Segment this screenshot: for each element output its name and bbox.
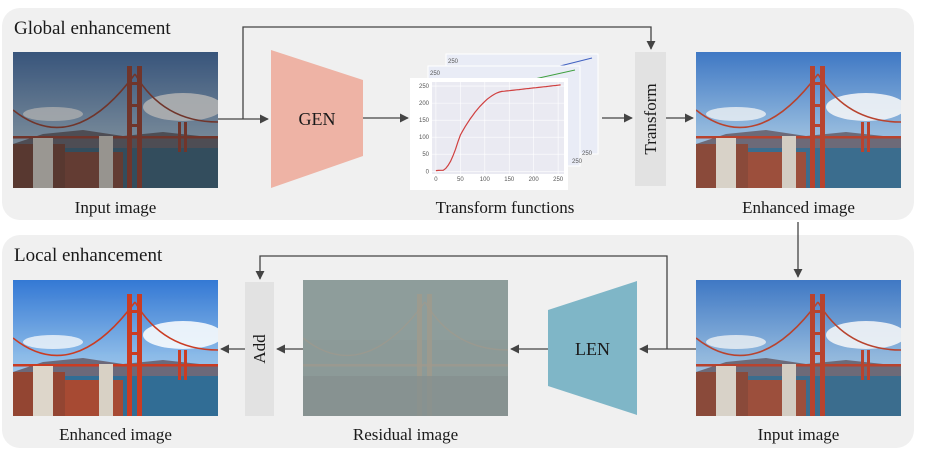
local-enhanced-caption: Enhanced image [59, 425, 172, 444]
middle-chart-tick: 250 [430, 71, 441, 77]
transform-curve [435, 84, 561, 172]
residual-caption: Residual image [352, 425, 459, 444]
middle-x-tick: 250 [572, 159, 583, 165]
local-input-caption: Input image [757, 425, 840, 444]
len-network [548, 281, 637, 415]
back-x-tick: 250 [582, 151, 593, 157]
transform-block: Transform [635, 52, 666, 186]
transform-functions-caption: Transform functions [435, 198, 575, 217]
add-block: Add [245, 282, 274, 416]
y-tick-label: 150 [419, 118, 430, 124]
x-tick-label: 200 [529, 177, 540, 183]
x-tick-label: 50 [457, 177, 464, 183]
x-tick-label: 150 [504, 177, 515, 183]
back-curve-blue [559, 57, 593, 67]
gen-network [271, 50, 363, 188]
global-input-caption: Input image [74, 198, 157, 217]
arrow-input-to-transform [242, 26, 656, 119]
y-tick-label: 0 [426, 169, 430, 175]
back-chart-tick: 250 [448, 59, 459, 65]
arrow-input-to-add [255, 255, 668, 349]
chart-plot-area [432, 82, 564, 174]
global-enhanced-caption: Enhanced image [742, 198, 855, 217]
gen-label: GEN [298, 109, 336, 129]
global-enhancement-title: Global enhancement [14, 18, 171, 39]
local-enhancement-title: Local enhancement [14, 245, 163, 266]
len-label: LEN [575, 339, 610, 359]
y-tick-label: 100 [419, 135, 430, 141]
x-tick-label: 250 [553, 177, 564, 183]
y-tick-label: 50 [422, 152, 429, 158]
y-tick-label: 250 [419, 84, 430, 90]
x-tick-label: 0 [434, 177, 438, 183]
y-tick-label: 200 [419, 101, 430, 107]
transform-functions-chart: 250 250 250 250 0 50 100 150 200 250 0 50 100 15… [410, 52, 600, 192]
residual-image [303, 280, 508, 416]
x-tick-label: 100 [480, 177, 491, 183]
